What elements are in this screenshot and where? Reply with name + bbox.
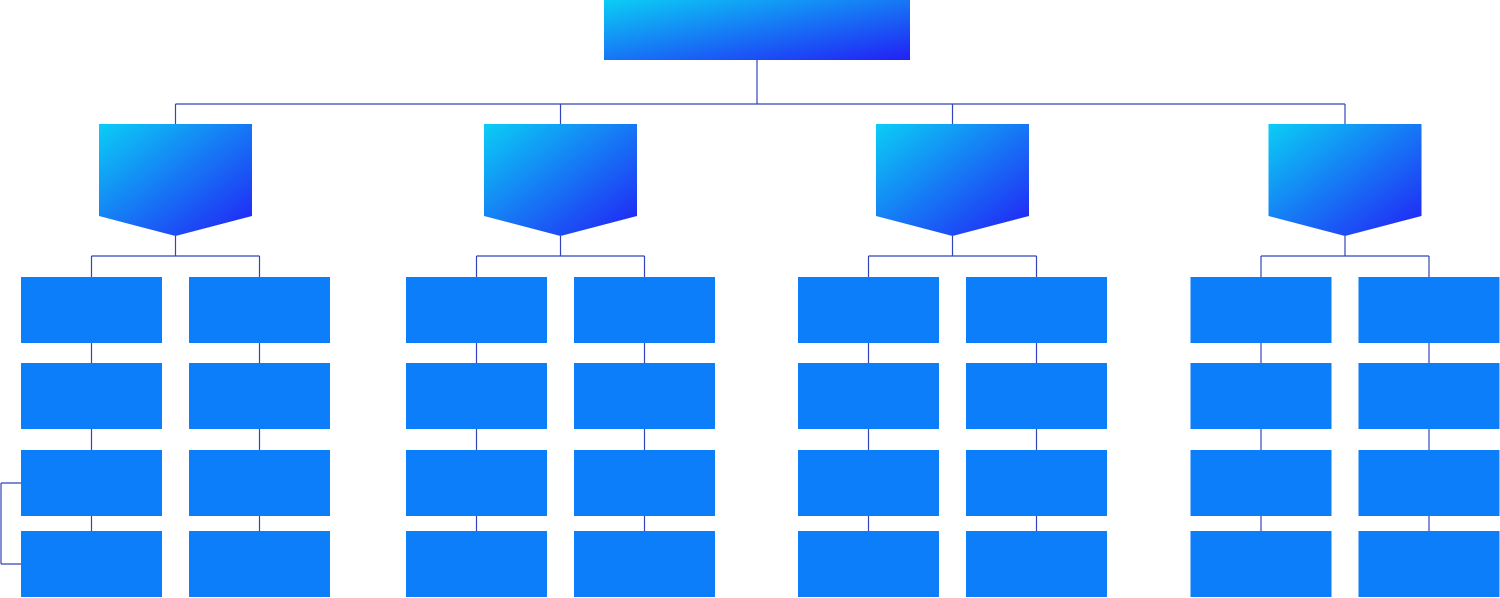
leaf-node[interactable] [574, 277, 715, 343]
leaf-node[interactable] [189, 277, 330, 343]
leaf-node[interactable] [189, 531, 330, 597]
leaf-node[interactable] [574, 450, 715, 516]
branch-node-2[interactable] [484, 124, 637, 236]
leaf-node[interactable] [406, 450, 547, 516]
leaf-node[interactable] [406, 531, 547, 597]
leaf-node[interactable] [1358, 531, 1500, 597]
connector-lines [0, 60, 1430, 565]
diagram-nodes [21, 0, 1500, 597]
leaf-node[interactable] [798, 277, 939, 343]
leaf-node[interactable] [21, 277, 162, 343]
leaf-node[interactable] [21, 363, 162, 429]
branch-node-3[interactable] [876, 124, 1029, 236]
leaf-node[interactable] [966, 531, 1107, 597]
branch-node-4[interactable] [1268, 124, 1422, 236]
leaf-node[interactable] [574, 531, 715, 597]
leaf-node[interactable] [1190, 531, 1332, 597]
leaf-node[interactable] [966, 363, 1107, 429]
leaf-node[interactable] [1190, 450, 1332, 516]
leaf-node[interactable] [798, 531, 939, 597]
leaf-node[interactable] [189, 363, 330, 429]
leaf-node[interactable] [1190, 363, 1332, 429]
leaf-node[interactable] [1358, 363, 1500, 429]
leaf-node[interactable] [189, 450, 330, 516]
leaf-node[interactable] [406, 277, 547, 343]
leaf-node[interactable] [21, 531, 162, 597]
root-node[interactable] [604, 0, 910, 60]
leaf-node[interactable] [406, 363, 547, 429]
leaf-node[interactable] [966, 450, 1107, 516]
branch-node-1[interactable] [99, 124, 252, 236]
leaf-node[interactable] [21, 450, 162, 516]
leaf-node[interactable] [1358, 277, 1500, 343]
leaf-node[interactable] [798, 450, 939, 516]
leaf-node[interactable] [1190, 277, 1332, 343]
leaf-node[interactable] [574, 363, 715, 429]
leaf-node[interactable] [798, 363, 939, 429]
leaf-node[interactable] [1358, 450, 1500, 516]
leaf-node[interactable] [966, 277, 1107, 343]
